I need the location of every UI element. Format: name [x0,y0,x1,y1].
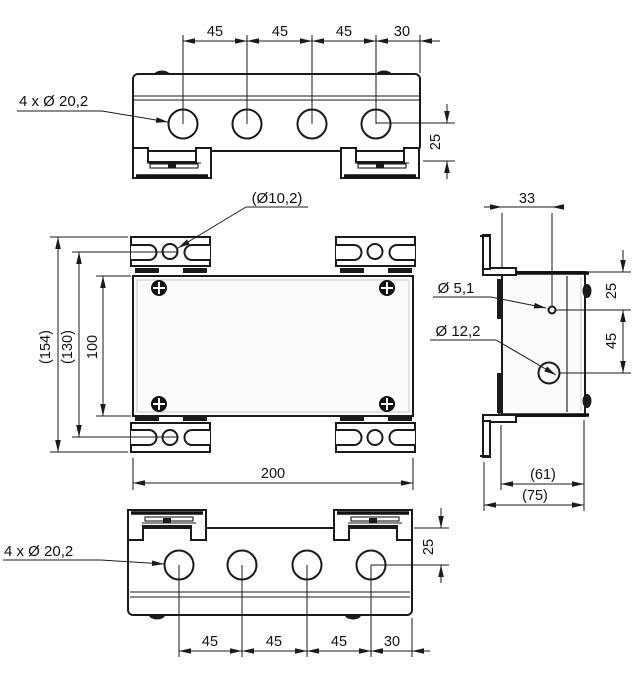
dim-bottom-25: 25 [421,539,437,555]
screw-top-left [151,280,167,296]
hole-callout-small: Ø 5,1 [438,280,475,297]
screw-top-right [379,280,395,296]
screw-bottom-left [151,396,167,412]
flange-bottom [480,414,517,458]
dim-top-30: 30 [394,24,410,40]
flange-top [480,234,517,276]
dim-side-45: 45 [604,333,620,349]
hole-callout-large: Ø 12,2 [435,323,480,340]
dim-side-61: (61) [530,467,556,483]
dim-side-33: 33 [519,191,535,207]
bottom-view: 45 45 45 30 25 4 x Ø 20,2 [3,508,449,657]
dim-top-45-2: 45 [272,24,288,40]
mounting-tab-bottom-left [130,416,211,453]
tab-hole-callout: (Ø10,2) [252,190,303,207]
plan-view: (154) (130) 100 200 (Ø10,2) [38,190,416,490]
dim-bottom-45-3: 45 [331,634,347,650]
dim-top-45-3: 45 [336,24,352,40]
hole-callout-top: 4 x Ø 20,2 [19,93,88,110]
dim-side-75: (75) [522,488,548,504]
dim-side-25: 25 [604,283,620,299]
dim-bottom-45-1: 45 [202,634,218,650]
screw-bottom-right [379,396,395,412]
dim-top-25: 25 [428,134,444,150]
dim-plan-154: (154) [38,330,54,364]
mounting-tab-bottom-right [335,416,416,453]
dim-bottom-30: 30 [384,634,400,650]
dim-plan-130: (130) [60,330,76,364]
hole-callout-bottom: 4 x Ø 20,2 [4,543,73,560]
mounting-tab-top-right [335,236,416,273]
dim-plan-200: 200 [261,466,285,482]
side-view: 33 Ø 5,1 Ø 12,2 25 45 (61) (75) [430,191,631,511]
dim-plan-100: 100 [85,335,101,359]
dim-bottom-45-2: 45 [266,634,282,650]
mounting-tab-top-left [130,236,211,273]
top-view: 45 45 45 30 25 4 x Ø 20,2 [17,24,455,179]
dim-top-45-1: 45 [207,24,223,40]
